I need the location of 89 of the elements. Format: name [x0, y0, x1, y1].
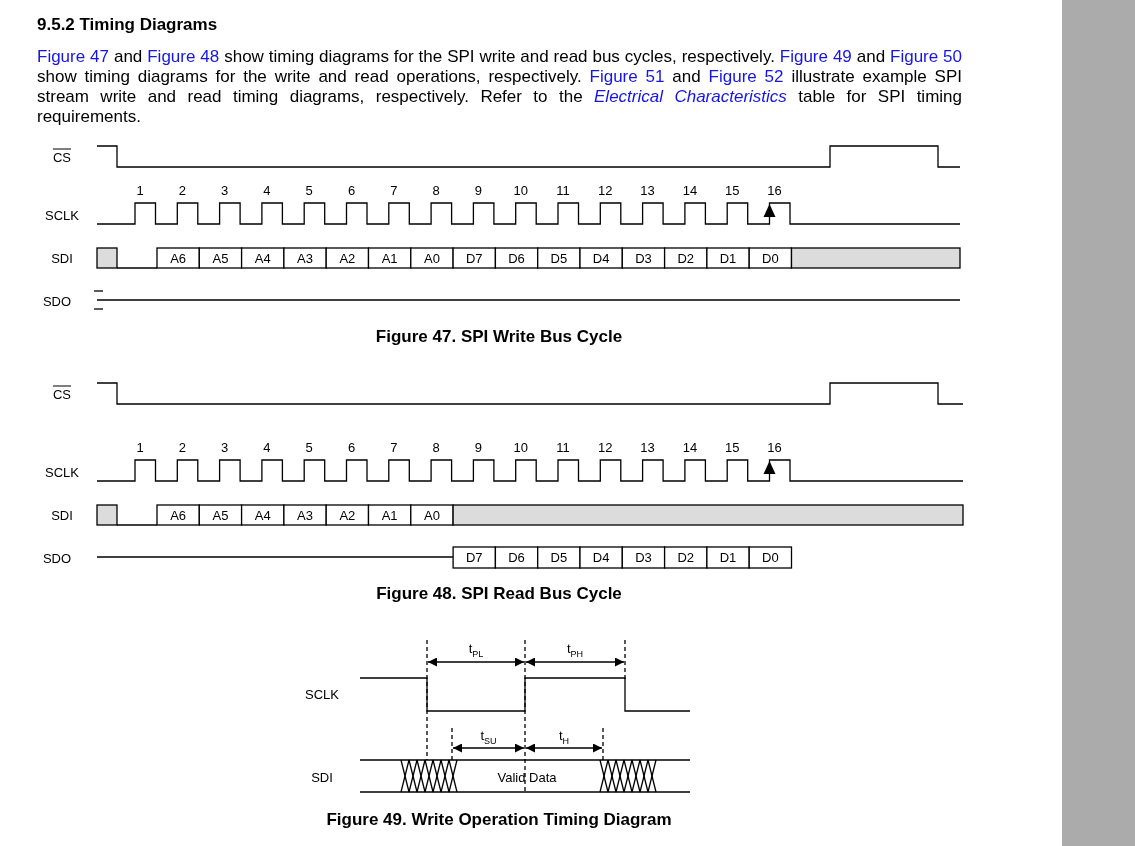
link: Figure 51: [589, 67, 665, 86]
bit-label: A3: [297, 250, 313, 266]
bit-label: A1: [381, 250, 398, 266]
clock-cycle-number: 11: [556, 439, 570, 455]
clock-cycle-number: 6: [347, 439, 356, 455]
bit-label: A2: [339, 250, 356, 266]
clock-cycle-number: 13: [640, 439, 655, 455]
bit-label: D1: [719, 250, 737, 266]
link: Figure 50: [890, 47, 963, 66]
paragraph: Figure 47 and Figure 48 show timing diagrams for the SPI write and read bus cycles, respectively. Figure 49 and Figure 50 show timing diagrams for the write and read operations, respectively. Figure 51 and Figure 52 illustrate example SPI stream write and read timing diagrams, respectively. Refer to the Electrical Characteristics table for SPI timing requirements.: [37, 47, 962, 127]
bit-label: A4: [254, 507, 271, 523]
signal-name: SDI: [51, 250, 73, 266]
clock-cycle-number: 13: [640, 182, 655, 198]
clock-cycle-number: 10: [513, 439, 528, 455]
bit-label: D4: [592, 549, 610, 565]
link: Figure 49: [779, 47, 852, 66]
clock-cycle-number: 10: [513, 182, 528, 198]
signal-name: SCLK: [45, 207, 79, 223]
clock-cycle-number: 9: [474, 439, 482, 455]
bit-label: A5: [212, 250, 229, 266]
clock-cycle-number: 7: [390, 182, 398, 198]
bit-label: A3: [297, 507, 313, 523]
bit-label: D2: [677, 250, 695, 266]
signal-name: SDI: [311, 769, 333, 785]
clock-cycle-number: 11: [556, 182, 570, 198]
clock-cycle-number: 12: [598, 182, 613, 198]
figure-caption: Figure 47. SPI Write Bus Cycle: [375, 327, 623, 347]
clock-cycle-number: 5: [305, 182, 313, 198]
clock-cycle-number: 15: [724, 439, 740, 455]
bit-label: D0: [762, 250, 779, 266]
bit-label: D6: [508, 549, 525, 565]
link: Electrical Characteristics: [594, 87, 787, 106]
clock-cycle-number: 2: [178, 182, 186, 198]
clock-cycle-number: 14: [682, 182, 698, 198]
clock-cycle-number: 1: [136, 439, 144, 455]
signal-name: SDO: [42, 550, 72, 566]
clock-cycle-number: 14: [682, 439, 698, 455]
timing-parameter: t$_{PL}$: [468, 641, 484, 659]
clock-cycle-number: 5: [305, 439, 313, 455]
bit-label: D2: [677, 549, 695, 565]
link: Figure 52: [708, 67, 784, 86]
section-heading: 9.5.2 Timing Diagrams: [37, 15, 218, 35]
clock-cycle-number: 8: [432, 439, 440, 455]
bit-label: D5: [550, 549, 568, 565]
clock-cycle-number: 4: [263, 439, 271, 455]
clock-cycle-number: 2: [178, 439, 186, 455]
signal-name: SDI: [51, 507, 73, 523]
timing-parameter: t$_{H}$: [558, 728, 570, 746]
clock-cycle-number: 6: [347, 182, 356, 198]
bit-label: D3: [635, 250, 652, 266]
clock-cycle-number: 12: [598, 439, 613, 455]
signal-name: CS: [52, 386, 72, 402]
clock-cycle-number: 8: [432, 182, 440, 198]
bit-label: D3: [635, 549, 652, 565]
bit-label: D5: [550, 250, 568, 266]
bit-label: A5: [212, 507, 229, 523]
signal-name: SDO: [42, 293, 72, 309]
clock-cycle-number: 16: [767, 182, 782, 198]
figure-caption: Figure 49. Write Operation Timing Diagram: [326, 810, 672, 830]
clock-cycle-number: 3: [221, 439, 229, 455]
bit-label: D7: [465, 549, 483, 565]
signal-name: SCLK: [305, 686, 339, 702]
clock-cycle-number: 3: [221, 182, 229, 198]
clock-cycle-number: 1: [136, 182, 144, 198]
timing-parameter: t$_{SU}$: [480, 728, 497, 746]
bit-label: D0: [762, 549, 779, 565]
link: Figure 48: [147, 47, 220, 66]
clock-cycle-number: 16: [767, 439, 782, 455]
bit-label: A2: [339, 507, 356, 523]
bit-label: A1: [381, 507, 398, 523]
bit-label: D1: [719, 549, 737, 565]
clock-cycle-number: 9: [474, 182, 482, 198]
bit-label: D7: [465, 250, 483, 266]
signal-name: CS: [52, 149, 72, 165]
signal-name: SCLK: [45, 464, 79, 480]
clock-cycle-number: 15: [724, 182, 740, 198]
link: Figure 47: [37, 47, 109, 66]
bit-label: D4: [592, 250, 610, 266]
bit-label: A0: [424, 507, 440, 523]
clock-cycle-number: 4: [263, 182, 271, 198]
clock-cycle-number: 7: [390, 439, 398, 455]
bus-state-label: Valid Data: [497, 769, 557, 785]
timing-parameter: t$_{PH}$: [566, 641, 584, 659]
bit-label: D6: [508, 250, 525, 266]
figure-caption: Figure 48. SPI Read Bus Cycle: [376, 584, 622, 604]
bit-label: A0: [424, 250, 440, 266]
bit-label: A4: [254, 250, 271, 266]
bit-label: A6: [170, 507, 187, 523]
bit-label: A6: [170, 250, 187, 266]
